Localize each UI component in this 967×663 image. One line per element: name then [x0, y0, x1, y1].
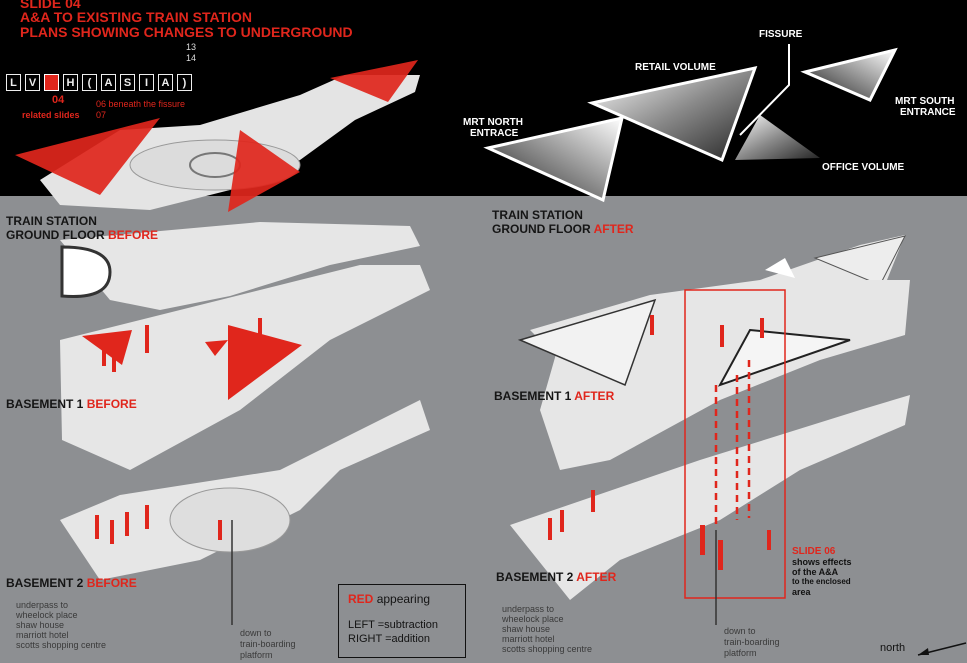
- legend-box: RED appearing LEFT =subtraction RIGHT =a…: [338, 584, 466, 658]
- mrt-south-label-2: ENTRANCE: [900, 107, 956, 118]
- down-right-note-1: down to: [724, 626, 756, 636]
- legend-left-line: LEFT =subtraction: [348, 619, 438, 631]
- north-label: north: [880, 642, 906, 654]
- left-underpass-note-3: shaw house: [16, 620, 65, 630]
- left-underpass-note-5: scotts shopping centre: [16, 640, 107, 650]
- before-ground-label-2: GROUND FLOOR BEFORE: [6, 228, 159, 242]
- vertical-link-lines: [714, 360, 751, 528]
- slide06-note-3: of the A&A: [792, 567, 839, 577]
- after-basement1-label: BASEMENT 1 AFTER: [494, 389, 615, 403]
- slide-navigator: L V H ( A S I A ): [6, 74, 192, 91]
- enclosed-area-frame: [684, 289, 786, 599]
- slide-title-line2: PLANS SHOWING CHANGES TO UNDERGROUND: [20, 24, 353, 40]
- after-basement2-label: BASEMENT 2 AFTER: [496, 570, 617, 584]
- fissure-label: FISSURE: [759, 29, 803, 40]
- right-underpass-note-3: shaw house: [502, 624, 551, 634]
- down-right-note-3: platform: [724, 648, 757, 658]
- nav-letter-l[interactable]: L: [6, 74, 21, 91]
- nav-current-slide-button[interactable]: [44, 74, 59, 91]
- down-left-note-3: platform: [240, 650, 273, 660]
- slide-title-line1: A&A TO EXISTING TRAIN STATION: [20, 9, 253, 25]
- after-ground-label-2: GROUND FLOOR AFTER: [492, 222, 634, 236]
- left-underpass-note-1: underpass to: [16, 600, 69, 610]
- related-slide-06-link[interactable]: 06 beneath the fissure: [96, 99, 186, 109]
- before-basement2-plan: [60, 400, 430, 625]
- page-ref-14: 14: [186, 53, 197, 63]
- mrt-north-label-1: MRT NORTH: [463, 117, 523, 128]
- nav-letter-v[interactable]: V: [25, 74, 40, 91]
- retail-volume-label: RETAIL VOLUME: [635, 62, 716, 73]
- after-basement1-plan: [517, 280, 910, 470]
- page-ref-13: 13: [186, 42, 197, 52]
- nav-letter-a2[interactable]: A: [158, 74, 173, 91]
- red-columns-after: [548, 315, 771, 570]
- left-underpass-note-4: marriott hotel: [16, 630, 69, 640]
- down-left-note-2: train-boarding: [240, 639, 296, 649]
- before-ground-plan: [60, 222, 420, 310]
- right-underpass-note-5: scotts shopping centre: [502, 644, 593, 654]
- top-ground-plan: [15, 60, 420, 212]
- legend-title: RED appearing: [348, 592, 431, 606]
- before-ground-label-1: TRAIN STATION: [6, 214, 97, 228]
- office-volume-label: OFFICE VOLUME: [822, 162, 905, 173]
- right-underpass-note-2: wheelock place: [502, 614, 564, 624]
- before-basement1-plan: [60, 265, 430, 470]
- left-underpass-note-2: wheelock place: [16, 610, 78, 620]
- nav-paren-close[interactable]: ): [177, 74, 192, 91]
- volume-diagram: [483, 44, 898, 203]
- nav-letter-s[interactable]: S: [120, 74, 135, 91]
- after-basement2-plan: [510, 395, 910, 600]
- legend-right-line: RIGHT =addition: [348, 633, 431, 645]
- slide06-note-2: shows effects: [792, 557, 852, 567]
- slide-number-heading: SLIDE 04: [20, 0, 81, 11]
- right-underpass-note-4: marriott hotel: [502, 634, 555, 644]
- down-left-note-1: down to: [240, 628, 272, 638]
- slide06-note-5: area: [792, 587, 811, 597]
- nav-letter-a[interactable]: A: [101, 74, 116, 91]
- after-ground-label-1: TRAIN STATION: [492, 208, 583, 222]
- mrt-south-label-1: MRT SOUTH: [895, 96, 955, 107]
- related-slide-07-link[interactable]: 07: [96, 110, 107, 120]
- related-slides-label: related slides: [22, 110, 80, 120]
- red-columns-before: [95, 318, 262, 544]
- slide06-note-4: to the enclosed: [792, 577, 851, 586]
- nav-letter-h[interactable]: H: [63, 74, 78, 91]
- nav-letter-i[interactable]: I: [139, 74, 154, 91]
- nav-paren-open[interactable]: (: [82, 74, 97, 91]
- down-right-note-2: train-boarding: [724, 637, 780, 647]
- right-underpass-note-1: underpass to: [502, 604, 555, 614]
- north-arrow-icon: [917, 642, 967, 656]
- mrt-north-label-2: ENTRACE: [470, 128, 519, 139]
- before-basement2-label: BASEMENT 2 BEFORE: [6, 576, 137, 590]
- before-basement1-label: BASEMENT 1 BEFORE: [6, 397, 137, 411]
- current-slide-number: 04: [52, 94, 65, 106]
- slide06-link[interactable]: SLIDE 06: [792, 546, 836, 557]
